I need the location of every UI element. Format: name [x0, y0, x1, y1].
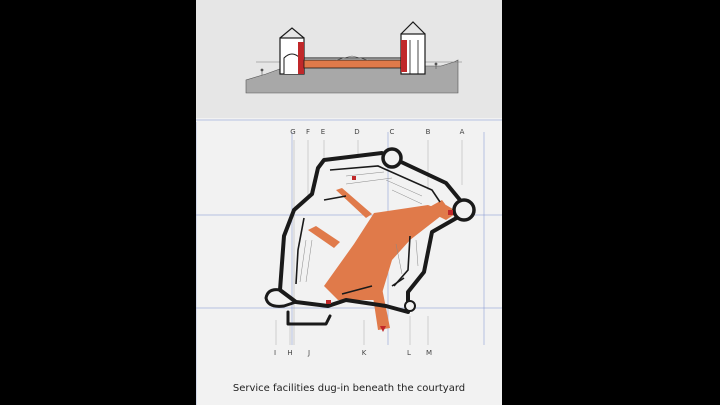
- tower-c: [381, 147, 403, 169]
- tower-a: [452, 198, 476, 222]
- grid-label-e: E: [320, 128, 326, 136]
- inner-walls: [295, 165, 441, 295]
- grid-label-b: B: [425, 128, 431, 136]
- caption: Service facilities dug-in beneath the co…: [232, 383, 466, 394]
- tower-l: [404, 300, 416, 312]
- grid-label-k: K: [361, 349, 367, 357]
- grid-label-m: M: [425, 349, 433, 357]
- grid-label-d: D: [354, 128, 360, 136]
- grid-label-f: F: [305, 128, 311, 136]
- red-accents: [326, 176, 453, 332]
- plan-details: [299, 171, 423, 283]
- towers: [381, 147, 476, 312]
- grid-label-h: H: [287, 349, 293, 357]
- grid-label-a: A: [459, 128, 465, 136]
- cross-section-drawing: [245, 21, 462, 94]
- slide: G F E D C B A I H J K L M Service facili…: [196, 0, 502, 405]
- grid-label-g: G: [290, 128, 296, 136]
- grid-label-i: I: [273, 349, 277, 357]
- floor-plan-drawing: [196, 119, 502, 405]
- grid-label-c: C: [389, 128, 395, 136]
- left-tower: [279, 27, 305, 75]
- grid-label-j: J: [307, 349, 311, 357]
- reference-lines: [275, 140, 463, 345]
- section-panel: [196, 0, 502, 118]
- right-tower: [400, 21, 426, 75]
- grid-label-l: L: [407, 349, 411, 357]
- service-areas: [308, 188, 458, 330]
